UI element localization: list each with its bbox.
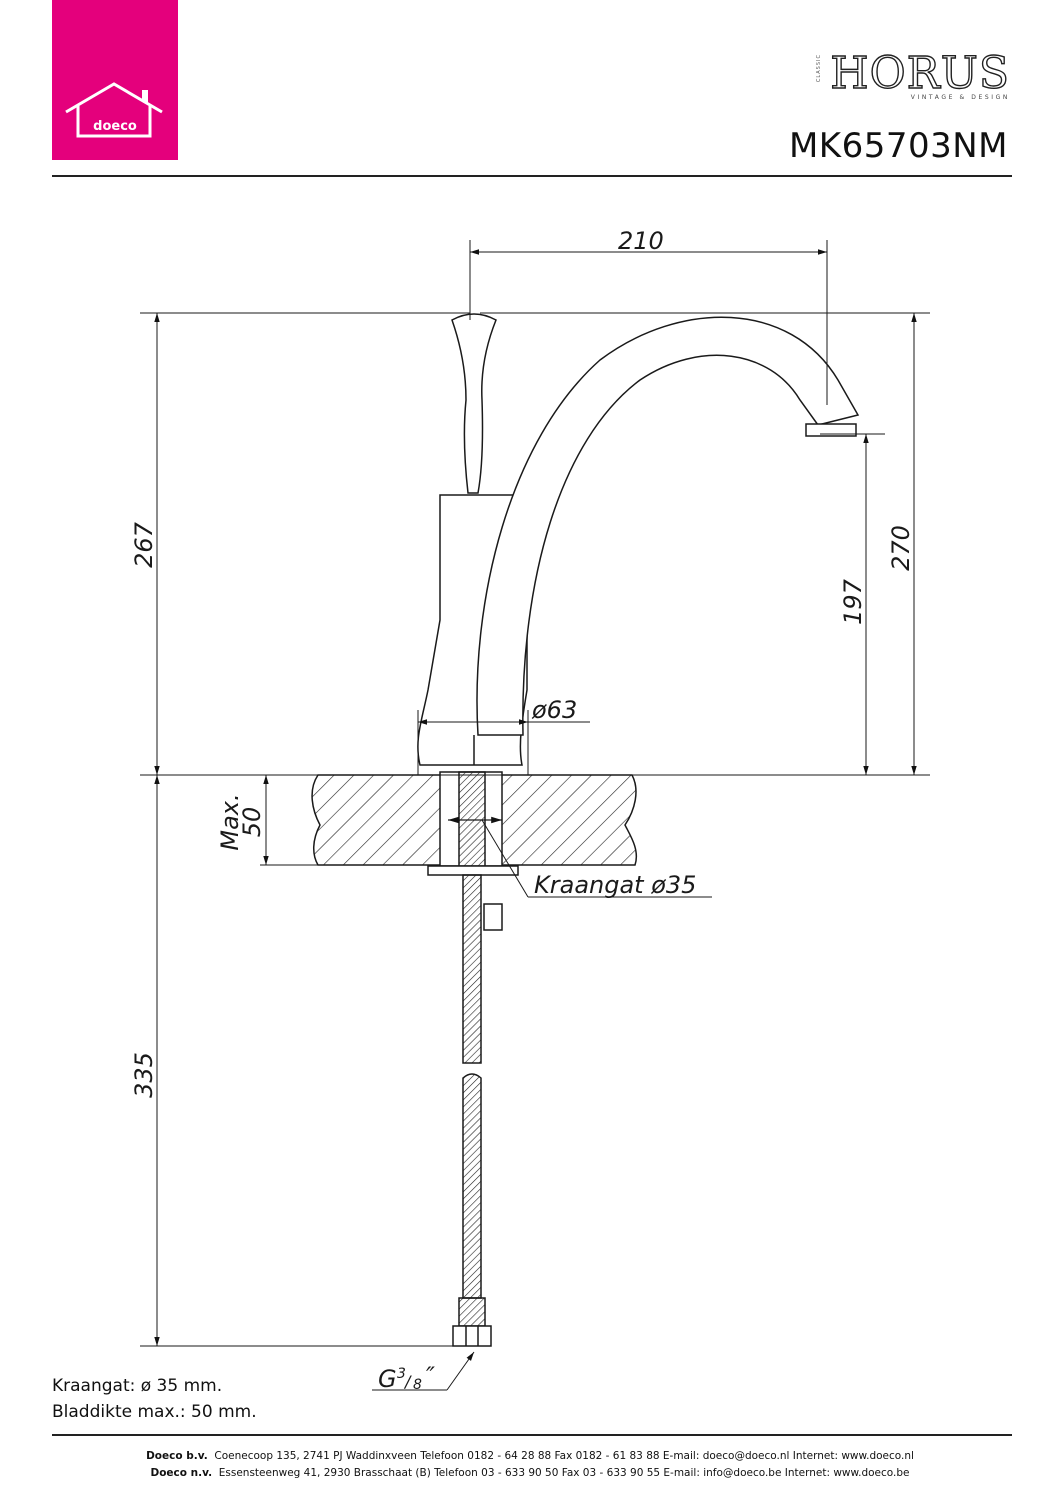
mounting-plate xyxy=(427,865,519,876)
dim-total-height-label: 267 xyxy=(130,521,158,568)
logo-text: doeco xyxy=(93,119,137,134)
supply-hose-upper xyxy=(462,874,482,1064)
footer-company-nl: Doeco b.v. xyxy=(146,1450,208,1462)
dim-hose-length-label: 335 xyxy=(130,1052,158,1098)
footer-address-be: Essensteenweg 41, 2930 Brasschaat (B) Te… xyxy=(218,1467,910,1479)
house-icon xyxy=(65,82,163,138)
svg-text:/: / xyxy=(403,1372,412,1391)
brand-tagline: VINTAGE & DESIGN xyxy=(910,94,1010,101)
footer-address-nl: Coenecoop 135, 2741 PJ Waddinxveen Telef… xyxy=(214,1450,914,1462)
connection-fraction-den: 8 xyxy=(413,1377,422,1393)
dim-max-value: 50 xyxy=(238,807,266,838)
header-divider xyxy=(52,175,1012,177)
hose-fitting xyxy=(458,1297,486,1327)
spout xyxy=(476,316,860,736)
brand-name: HORUS xyxy=(830,48,1010,99)
dim-max-label: Max. xyxy=(216,793,244,850)
dim-height-270-label: 270 xyxy=(887,525,915,571)
footer-line-be: Doeco n.v. Essensteenweg 41, 2930 Brassc… xyxy=(0,1467,1060,1479)
footer-company-be: Doeco n.v. xyxy=(150,1467,213,1479)
connection-fraction-num: 3 xyxy=(397,1366,406,1382)
svg-text:″: ″ xyxy=(426,1362,435,1390)
doeco-logo: doeco xyxy=(52,0,178,160)
supply-hose-lower xyxy=(462,1073,482,1299)
horus-brand: CLASSIC HORUS VINTAGE & DESIGN xyxy=(816,48,1010,101)
model-number: MK65703NM xyxy=(788,126,1008,166)
footer-line-nl: Doeco b.v. Coenecoop 135, 2741 PJ Waddin… xyxy=(0,1450,1060,1462)
note-thickness: Bladdikte max.: 50 mm. xyxy=(52,1402,257,1422)
lever-handle xyxy=(451,313,497,494)
dim-reach-label: 210 xyxy=(618,227,664,255)
note-hole: Kraangat: ø 35 mm. xyxy=(52,1376,223,1396)
dim-spout-height-label: 197 xyxy=(839,578,867,625)
connection-label-base: G xyxy=(378,1365,397,1393)
footer-divider xyxy=(52,1434,1012,1436)
dim-base-diameter-label: ø63 xyxy=(531,696,577,724)
hole-label: Kraangat ø35 xyxy=(534,871,696,899)
